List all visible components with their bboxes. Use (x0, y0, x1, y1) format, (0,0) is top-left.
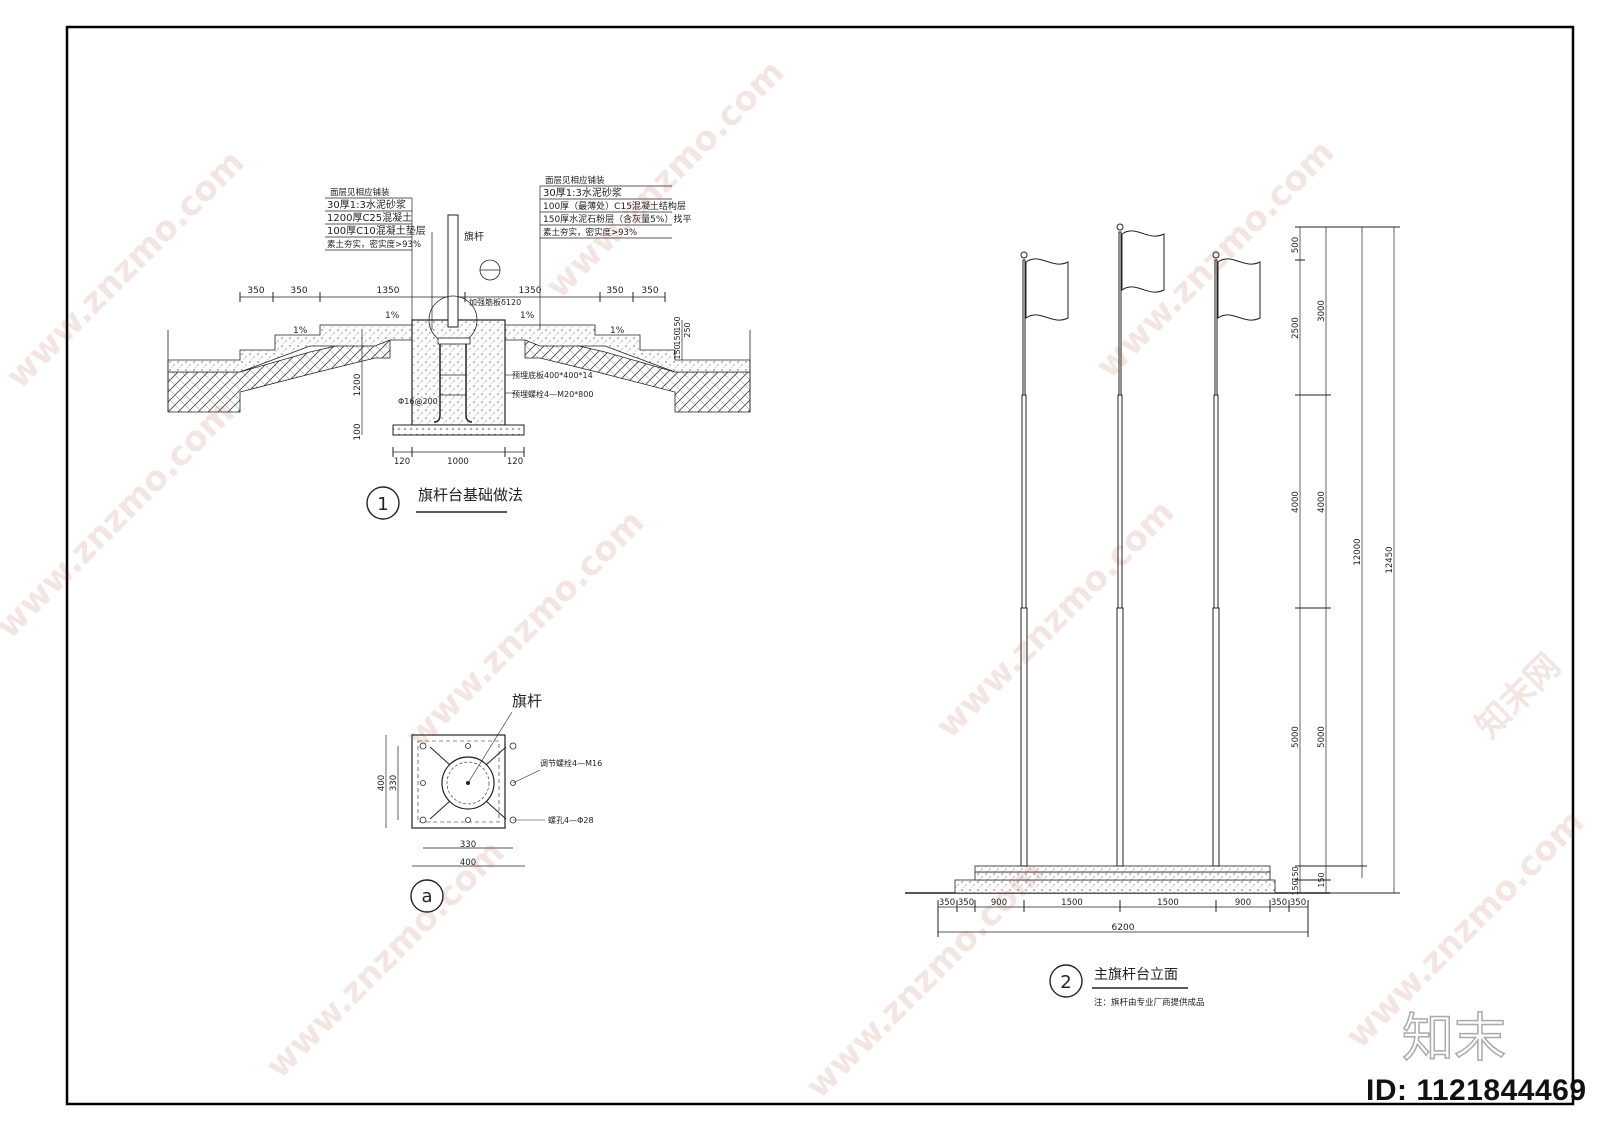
detail-1-foundation: 350 350 1350 1350 350 350 (167, 175, 751, 520)
width-dim: 350 (958, 898, 974, 908)
note-right: 150厚水泥石粉层（含灰量5%）找平 (543, 213, 691, 225)
pole-label: 旗杆 (464, 230, 484, 243)
hole-label: 螺孔4—Φ28 (548, 815, 594, 825)
plate-dim: 330 (389, 775, 399, 791)
detail-number-circle (366, 486, 400, 520)
detail-2-elevation: 500 2500 4000 5000 150 150 3000 4000 500… (905, 223, 1400, 1008)
note-right: 面层见相应铺装 (545, 175, 605, 186)
plate-dim: 400 (460, 858, 476, 868)
detail-title: 主旗杆台立面 (1094, 967, 1178, 983)
detail-a-base-plate: 旗杆 调节螺栓4—M16 螺孔4—Φ28 330 400 400 330 a (377, 692, 602, 913)
note-right: 100厚（最薄处）C15混凝土结构层 (543, 200, 686, 212)
bolt-label: 预埋螺栓4—M20*800 (512, 389, 593, 399)
width-dim: 350 (939, 898, 955, 908)
height-dim: 150 (1291, 880, 1300, 895)
height-dim: 4000 (1317, 491, 1327, 513)
note-left: 30厚1:3水泥砂浆 (327, 198, 406, 211)
dim-top: 1350 (377, 286, 400, 296)
pole-label: 旗杆 (512, 692, 542, 710)
dim-top: 1350 (519, 286, 542, 296)
dim-bottom: 120 (394, 457, 410, 467)
height-dim: 4000 (1291, 491, 1301, 513)
svg-text:www.znzmo.com: www.znzmo.com (0, 392, 242, 646)
svg-text:www.znzmo.com: www.znzmo.com (798, 852, 1052, 1106)
note-left: 1200厚C25混凝土 (327, 211, 412, 224)
detail-number-circle (410, 879, 444, 913)
plate-dim: 330 (460, 840, 476, 850)
svg-text:www.znzmo.com: www.znzmo.com (398, 502, 652, 756)
height-total: 12450 (1385, 546, 1395, 573)
note-right: 素土夯实，密实度>93% (543, 227, 637, 238)
detail-note: 注：旗杆由专业厂商提供成品 (1094, 997, 1205, 1008)
logo-watermark: 知末 (1402, 1009, 1506, 1069)
rebar-side-label: Φ16@200 (398, 397, 438, 406)
slope-label: 1% (610, 326, 625, 336)
height-dim: 150 (1291, 866, 1300, 881)
height-dim: 150 (1317, 872, 1326, 887)
stair-dim: 250 (683, 322, 692, 337)
dim-top: 350 (641, 286, 658, 296)
height-dim: 500 (1291, 237, 1301, 253)
dim-top: 350 (290, 286, 307, 296)
depth-dim: 1200 (353, 373, 363, 396)
height-main: 12000 (1353, 538, 1363, 565)
note-left: 100厚C10混凝土垫层 (327, 224, 426, 237)
width-dim: 1500 (1061, 898, 1083, 908)
detail-number: 1 (377, 494, 388, 515)
rebar-label: 加强筋板δ120 (469, 297, 521, 307)
note-left: 素土夯实，密实度>93% (327, 239, 421, 250)
sheet-border (65, 25, 1575, 1106)
slope-label: 1% (293, 326, 308, 336)
dim-bottom: 1000 (447, 457, 469, 467)
width-dim: 350 (1290, 898, 1306, 908)
slope-label: 1% (520, 311, 535, 321)
height-dim: 3000 (1317, 300, 1327, 322)
width-dim: 900 (991, 898, 1007, 908)
svg-text:知末网: 知末网 (1468, 646, 1568, 746)
slope-label: 1% (385, 311, 400, 321)
total-width: 6200 (1112, 923, 1135, 933)
height-dim: 2500 (1291, 317, 1301, 339)
detail-number-circle (1049, 964, 1083, 998)
detail-title: 旗杆台基础做法 (418, 486, 523, 504)
height-dim: 5000 (1291, 726, 1301, 748)
height-dim: 5000 (1317, 726, 1327, 748)
pad-dim: 100 (353, 423, 363, 440)
bolt-label: 调节螺栓4—M16 (540, 758, 602, 768)
svg-text:www.znzmo.com: www.znzmo.com (0, 142, 252, 396)
id-label: ID: 1121844469 (1366, 1074, 1587, 1107)
stair-dim: 150 (673, 330, 682, 345)
plate-label: 预埋底板400*400*14 (512, 370, 593, 380)
svg-text:www.znzmo.com: www.znzmo.com (258, 832, 512, 1086)
watermarks: www.znzmo.com www.znzmo.com www.znzmo.co… (0, 52, 1592, 1106)
svg-text:www.znzmo.com: www.znzmo.com (928, 492, 1182, 746)
width-dim: 350 (1271, 898, 1287, 908)
dim-top: 350 (247, 286, 264, 296)
stair-dim: 150 (673, 316, 682, 331)
detail-number: 2 (1060, 972, 1071, 993)
detail-number: a (421, 886, 432, 907)
note-right: 30厚1:3水泥砂浆 (543, 186, 622, 199)
stair-dim: 150 (673, 344, 682, 359)
width-dim: 900 (1235, 898, 1251, 908)
note-left: 面层见相应铺装 (330, 187, 390, 198)
plate-dim: 400 (377, 775, 387, 791)
dim-top: 350 (606, 286, 623, 296)
dim-bottom: 120 (507, 457, 523, 467)
width-dim: 1500 (1157, 898, 1179, 908)
